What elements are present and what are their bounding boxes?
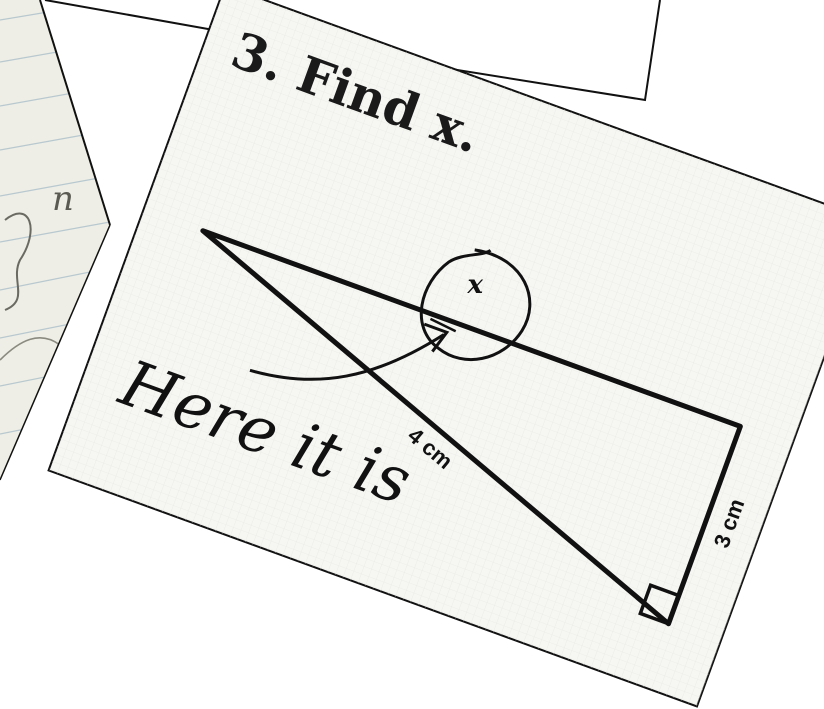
variable-x: x — [467, 270, 484, 300]
pencil-scribble — [4, 212, 32, 311]
circle-scribble — [419, 248, 532, 362]
worksheet-card: 3. Find x. 4 cm 3 cm x Here it is — [47, 0, 824, 708]
arrowhead-icon — [429, 317, 457, 333]
ruled-lines: n — [0, 9, 110, 435]
arrowhead-icon — [423, 322, 450, 353]
pencil-scribble — [0, 336, 61, 361]
right-triangle — [200, 228, 743, 627]
right-angle-marker — [638, 583, 682, 626]
graph-grid — [48, 0, 824, 707]
notebook-scribble-text: n — [52, 179, 74, 219]
triangle-outline — [200, 228, 743, 627]
arrow-line — [249, 333, 445, 381]
notebook-page: n — [0, 0, 111, 481]
